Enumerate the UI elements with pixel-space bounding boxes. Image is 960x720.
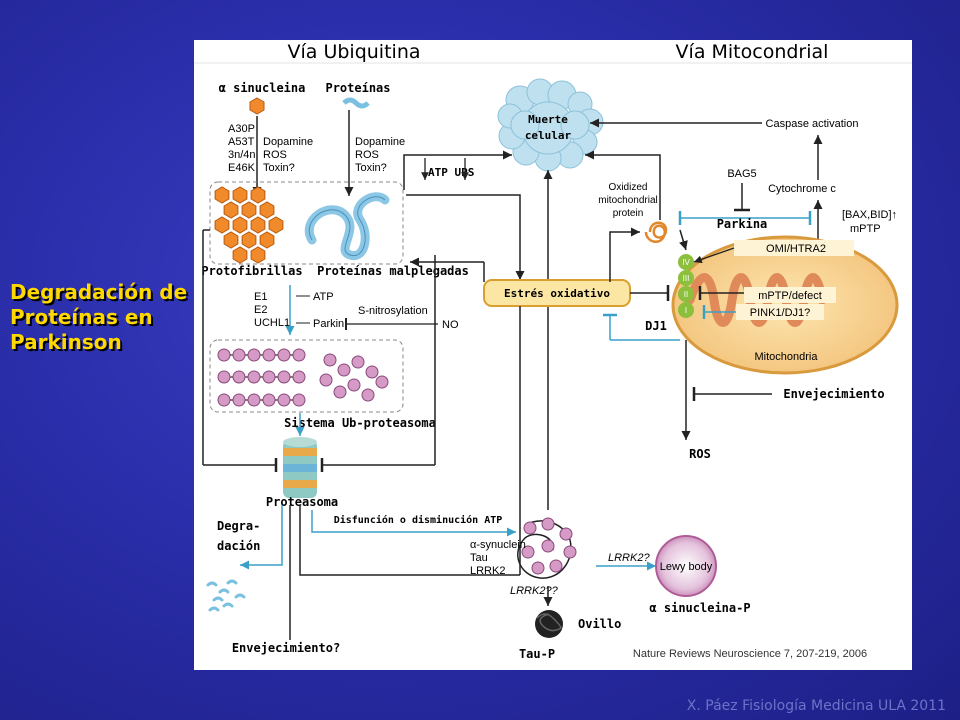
label-muerte-2: celular: [525, 129, 572, 142]
label-mptp-defect: mPTP/defect: [758, 290, 822, 302]
synuclein-list: α-synuclein Tau LRRK2: [470, 539, 526, 577]
svg-text:Toxin?: Toxin?: [355, 162, 387, 174]
enzymes-list: E1 E2 UCHL1: [254, 291, 290, 329]
svg-text:ROS: ROS: [355, 149, 379, 161]
label-envejecimiento: Envejecimiento: [783, 387, 884, 401]
tau-tangle-icon: [535, 610, 563, 638]
label-mitochondria: Mitochondria: [755, 351, 819, 363]
label-oxidized-3: protein: [613, 208, 644, 219]
label-protofibrillas: Protofibrillas: [201, 264, 302, 278]
svg-text:E46K: E46K: [228, 162, 256, 174]
svg-text:A30P: A30P: [228, 123, 255, 135]
label-lrrk2-down: LRRK2??: [510, 585, 559, 597]
ub-proteasome-box: [209, 339, 404, 413]
protein-monomer-icon: [342, 97, 370, 109]
label-alpha-sinucleina: α sinucleina: [219, 81, 306, 95]
oxidized-protein-icon: [644, 221, 668, 244]
ubiquitin-chains-icon: [217, 348, 389, 407]
aggregation-box: [209, 181, 404, 265]
label-parkina: Parkina: [717, 217, 768, 231]
label-bax-bid: [BAX,BID]↑: [842, 209, 897, 221]
dead-cell-icon: [497, 78, 604, 172]
label-dj1: DJ1: [645, 319, 667, 333]
svg-text:E2: E2: [254, 304, 267, 316]
label-proteinas-malplegadas: Proteínas malplegadas: [317, 264, 469, 278]
label-muerte-1: Muerte: [528, 113, 568, 126]
svg-text:Dopamine: Dopamine: [263, 136, 313, 148]
svg-text:ROS: ROS: [263, 149, 287, 161]
svg-text:LRRK2: LRRK2: [470, 565, 505, 577]
label-atp-left: ATP: [313, 291, 334, 303]
label-tau-p: Tau-P: [519, 647, 555, 661]
synuclein-aggregate-icon: [517, 517, 577, 579]
lewy-body-icon: [655, 535, 717, 597]
svg-text:Toxin?: Toxin?: [263, 162, 295, 174]
label-oxidized-1: Oxidized: [609, 182, 648, 193]
label-sistema-ub-proteasoma: Sistema Ub-proteasoma: [284, 416, 436, 430]
header-via-mitocondrial: Vía Mitocondrial: [676, 41, 829, 63]
citation: Nature Reviews Neuroscience 7, 207-219, …: [633, 648, 867, 660]
complexes-icon: IV III II I: [678, 254, 694, 318]
svg-text:IV: IV: [682, 258, 690, 267]
label-envejecimiento-q: Envejecimiento?: [232, 641, 340, 655]
protofibrils-icon: [214, 186, 284, 264]
label-parkin: Parkin: [313, 318, 344, 330]
label-omi-htra2: OMI/HTRA2: [766, 243, 826, 255]
svg-text:3n/4n: 3n/4n: [228, 149, 256, 161]
slide-title: Degradación de Proteínas en Parkinson: [10, 280, 188, 354]
label-degradacion-2: dación: [217, 539, 260, 553]
svg-text:Tau: Tau: [470, 552, 488, 564]
label-ros: ROS: [689, 447, 711, 461]
mutations-list: A30P A53T 3n/4n E46K: [228, 123, 256, 174]
label-estres-oxidativo: Estrés oxidativo: [504, 287, 610, 300]
svg-text:α-synuclein: α-synuclein: [470, 539, 526, 551]
label-bag5: BAG5: [727, 168, 756, 180]
label-cytochrome: Cytochrome c: [768, 183, 836, 195]
label-lrrk2-right: LRRK2?: [608, 552, 650, 564]
label-ovillo: Ovillo: [578, 617, 621, 631]
label-atp-ups: ATP UPS: [428, 166, 474, 179]
label-s-nitrosylation: S-nitrosylation: [358, 305, 428, 317]
label-proteasoma: Proteasoma: [266, 495, 338, 509]
label-pink1-dj1: PINK1/DJ1?: [750, 307, 811, 319]
label-lewy-body: Lewy body: [660, 561, 713, 573]
svg-text:Dopamine: Dopamine: [355, 136, 405, 148]
label-mptp: mPTP: [850, 223, 881, 235]
header-via-ubiquitina: Vía Ubiquitina: [288, 41, 421, 63]
alpha-synuclein-monomer-icon: [249, 97, 265, 115]
label-disfuncion: Disfunción o disminución ATP: [334, 514, 503, 526]
svg-text:E1: E1: [254, 291, 267, 303]
svg-text:A53T: A53T: [228, 136, 255, 148]
label-caspase: Caspase activation: [766, 118, 859, 130]
svg-text:I: I: [685, 306, 687, 315]
svg-text:III: III: [683, 274, 690, 283]
label-proteinas: Proteínas: [325, 81, 390, 95]
svg-text:UCHL1: UCHL1: [254, 317, 290, 329]
toxins-list-1: Dopamine ROS Toxin?: [263, 136, 313, 174]
label-oxidized-2: mitochondrial: [598, 195, 657, 206]
label-alpha-sinucleina-p: α sinucleina-P: [649, 601, 750, 615]
svg-text:II: II: [684, 290, 688, 299]
label-no: NO: [442, 319, 459, 331]
misfolded-protein-icon: [304, 192, 390, 261]
footer-credit: X. Páez Fisiología Medicina ULA 2011: [686, 698, 946, 714]
proteasome-icon: [283, 437, 317, 498]
peptide-fragments-icon: [206, 579, 246, 612]
label-degradacion-1: Degra-: [217, 519, 260, 533]
toxins-list-2: Dopamine ROS Toxin?: [355, 136, 405, 174]
